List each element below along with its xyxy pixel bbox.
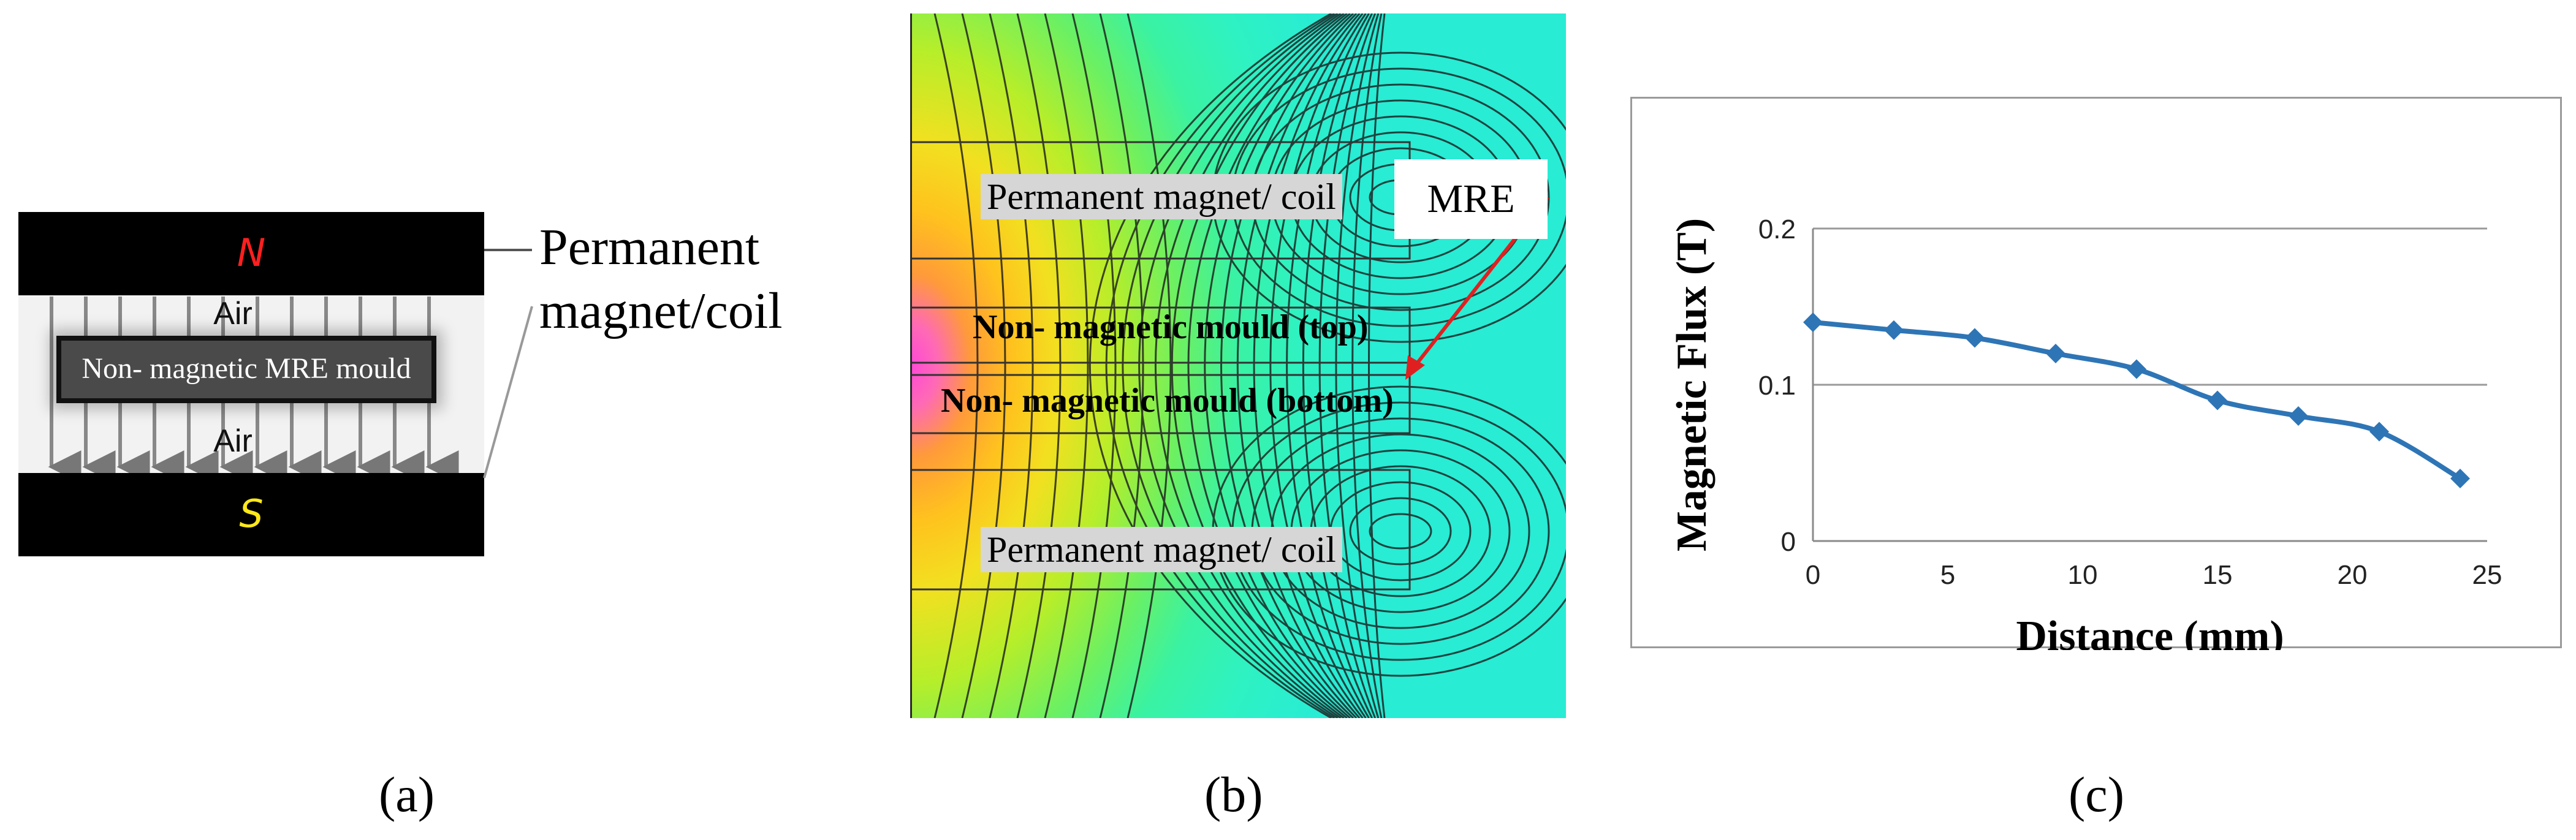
north-magnet: N [18, 212, 484, 295]
y-tick-label: 0.2 [1758, 214, 1796, 244]
contour-line [1099, 13, 1144, 718]
contour-line [1154, 13, 1345, 718]
data-point [1965, 328, 1985, 348]
series-line [1812, 320, 2462, 481]
mould-top-label: Non- magnetic mould (top) [973, 308, 1369, 346]
air-label-top: Air [213, 296, 253, 331]
caption-a: (a) [379, 766, 435, 822]
contour-line [933, 13, 979, 718]
panel-a-magnet-setup: N Air Non- magnetic MRE mould Air S Perm… [0, 184, 858, 576]
contour-line [1253, 13, 1364, 718]
x-tick-label: 10 [2068, 560, 2098, 590]
contour-line [961, 13, 1006, 718]
contour-line [1089, 13, 1332, 718]
x-tick-label: 25 [2472, 560, 2502, 590]
contour-line [1105, 13, 1335, 718]
mould-label: Non- magnetic MRE mould [82, 352, 411, 385]
contour-line [1071, 13, 1117, 718]
bottom-mould-outline [910, 374, 1411, 434]
contour-line [1286, 13, 1370, 718]
data-point [2208, 390, 2227, 411]
contour-line [1138, 13, 1342, 718]
data-point [1884, 320, 1904, 340]
south-magnet: S [18, 473, 484, 556]
data-point [2450, 469, 2470, 488]
y-tick-label: 0.1 [1758, 371, 1796, 401]
mould-bottom-label: Non- magnetic mould (bottom) [941, 382, 1394, 420]
mre-mould: Non- magnetic MRE mould [56, 336, 436, 403]
x-axis-label: Distance (mm) [2016, 613, 2284, 650]
caption-b: (b) [1204, 766, 1263, 822]
contour-line [1368, 13, 1386, 718]
contour-line [1122, 13, 1339, 718]
y-axis-label: Magnetic Flux (T) [1668, 218, 1715, 551]
y-tick-label: 0 [1781, 527, 1796, 557]
flux-contour-lines [910, 13, 1566, 718]
data-point [1803, 312, 1823, 332]
contour-line [1127, 13, 1172, 718]
x-tick-label: 5 [1940, 560, 1955, 590]
mre-label: MRE [1394, 159, 1548, 239]
bottom-magnet-outline [910, 469, 1411, 591]
top-magnet-label: Permanent magnet/ coil [981, 174, 1342, 219]
contour-line [1044, 13, 1089, 718]
contour-line [1269, 13, 1367, 718]
permanent-magnet-label: Permanent magnet/coil [539, 216, 783, 343]
data-point [2289, 406, 2308, 426]
data-point [2369, 422, 2389, 442]
data-point [2127, 359, 2146, 379]
contour-line [1187, 13, 1351, 718]
data-point [2046, 344, 2065, 363]
contour-line [1204, 13, 1354, 718]
panel-b-field-simulation: Permanent magnet/ coil Non- magnetic mou… [910, 13, 1566, 718]
permanent-magnet-label-line2: magnet/coil [539, 282, 783, 339]
contour-line [1302, 13, 1373, 718]
permanent-magnet-label-line1: Permanent [539, 219, 760, 276]
caption-c: (c) [2069, 766, 2125, 822]
label-leader-lines [483, 249, 533, 479]
contour-line [1236, 13, 1361, 718]
contour-line [1016, 13, 1062, 718]
x-tick-label: 20 [2338, 560, 2368, 590]
contour-loop-bottom [1329, 481, 1472, 581]
top-mould-outline [910, 306, 1411, 364]
contour-loop-bottom [1369, 513, 1432, 550]
contour-line [1318, 13, 1377, 718]
x-tick-label: 0 [1806, 560, 1820, 590]
bottom-magnet-label: Permanent magnet/ coil [981, 527, 1342, 572]
air-label-bottom: Air [213, 423, 253, 459]
contour-loop-bottom [1349, 497, 1452, 566]
x-tick-label: 15 [2203, 560, 2233, 590]
south-pole-label: S [239, 491, 264, 536]
north-pole-label: N [237, 230, 266, 275]
contour-line [989, 13, 1034, 718]
contour-line [1335, 13, 1380, 718]
